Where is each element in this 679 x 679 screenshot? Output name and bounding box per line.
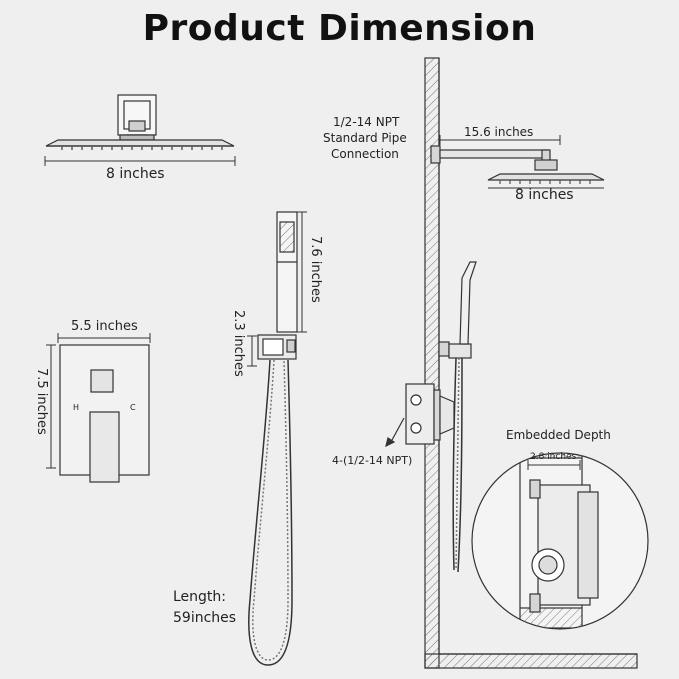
handheld-height-label: 7.6 inches [308, 236, 323, 303]
in-wall-valve [385, 383, 455, 448]
holder-height-label: 2.3 inches [231, 310, 246, 377]
valve-ports-label: 4-(1/2-14 NPT) [332, 454, 413, 467]
valve-cold-label: C [130, 403, 136, 412]
slide-hose [452, 357, 463, 573]
slide-bar-holder [438, 261, 477, 359]
pipe-connection-label-line3: Connection [331, 147, 399, 161]
arm-length-label: 15.6 inches [464, 125, 534, 139]
hose-length-label-line2: 59inches [173, 610, 237, 626]
handheld-sprayer [257, 211, 298, 360]
embedded-depth-value: 2.8 inches [530, 452, 577, 462]
shower-head-width-label: 8 inches [106, 166, 165, 182]
pipe-connection-label-line1: 1/2-14 NPT [333, 115, 400, 129]
valve-hot-label: H [73, 403, 80, 412]
wall [424, 57, 638, 669]
embedded-depth-detail [471, 452, 649, 630]
dimension-line-arm-length [439, 135, 561, 145]
pipe-connection-label-line2: Standard Pipe [323, 131, 407, 145]
shower-head-top-view [45, 94, 235, 150]
shower-hose [248, 359, 293, 666]
shower-arm-side-view [430, 145, 605, 184]
plate-width-label: 5.5 inches [71, 319, 138, 334]
hose-length-label-line1: Length: [173, 589, 227, 605]
embedded-depth-title: Embedded Depth [506, 428, 611, 442]
plate-height-label: 7.5 inches [34, 368, 49, 435]
dimension-line-handheld [247, 211, 307, 367]
dimension-line-head-width [44, 156, 236, 166]
valve-trim-plate [59, 344, 150, 483]
page-title: Product Dimension [142, 8, 537, 49]
dimension-line-plate [46, 333, 151, 469]
wall-head-width-label: 8 inches [515, 187, 574, 203]
